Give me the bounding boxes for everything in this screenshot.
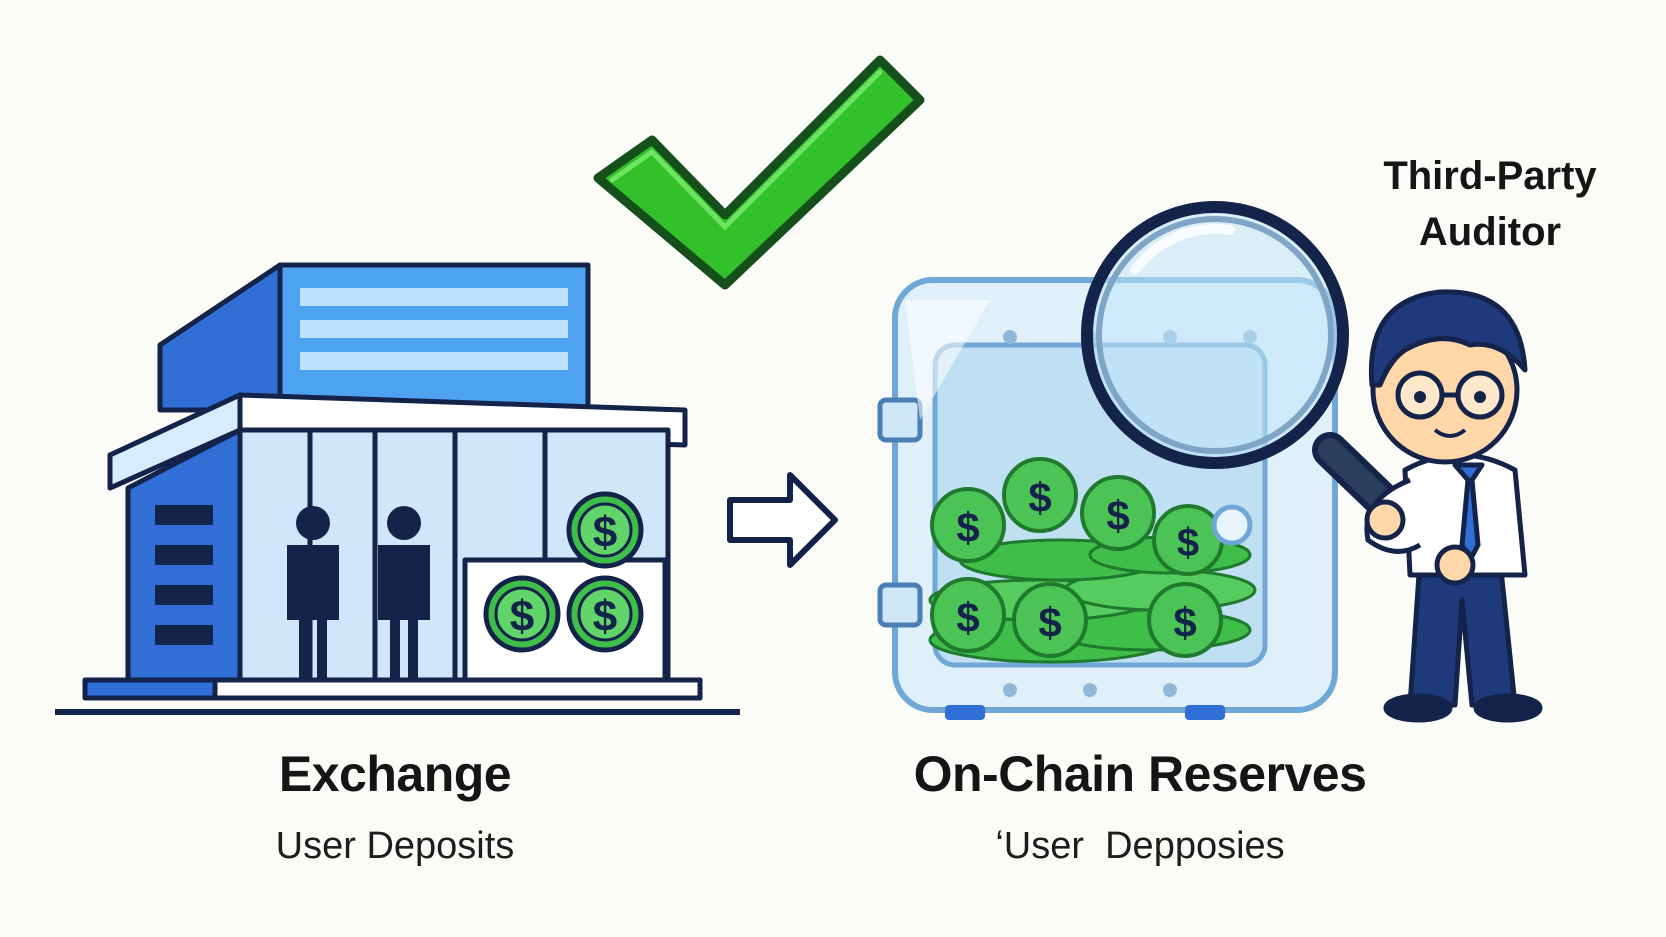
- coin-icon: $: [483, 575, 561, 653]
- exchange-building: $ $ $: [55, 262, 740, 715]
- exchange-title: Exchange: [278, 746, 512, 802]
- coin-icon: $: [1147, 582, 1223, 658]
- coin-icon: $: [930, 577, 1006, 653]
- coin-icon: $: [1012, 582, 1088, 658]
- svg-text:$: $: [593, 508, 617, 557]
- coin-icon: $: [1002, 457, 1078, 533]
- person-icon: [287, 506, 339, 678]
- coin-icon: $: [930, 487, 1006, 563]
- svg-text:$: $: [1106, 492, 1129, 539]
- coin-icon: $: [566, 575, 644, 653]
- coin-icon: $: [1152, 504, 1224, 576]
- right-arrow-icon: [727, 472, 838, 568]
- exchange-subtitle: User Deposits: [275, 825, 515, 867]
- svg-text:$: $: [593, 592, 617, 641]
- reserves-subtitle: ʻUser Depposies: [995, 825, 1285, 867]
- svg-text:$: $: [510, 592, 534, 641]
- reserves-title: On-Chain Reserves: [913, 746, 1367, 802]
- auditor-character: [1364, 289, 1543, 723]
- svg-text:$: $: [1177, 521, 1199, 565]
- svg-text:$: $: [1028, 474, 1051, 521]
- svg-text:$: $: [1173, 599, 1196, 646]
- coin-icon: $: [1080, 475, 1156, 551]
- svg-text:$: $: [1038, 599, 1061, 646]
- person-icon: [378, 506, 430, 678]
- auditor-label-line1: Third-Party: [1383, 154, 1597, 198]
- checkmark-icon: [593, 55, 925, 290]
- svg-text:$: $: [956, 594, 979, 641]
- coin-icon: $: [566, 491, 644, 569]
- auditor-label-line2: Auditor: [1418, 210, 1562, 254]
- auditor-label: Third-Party Auditor: [1330, 148, 1650, 260]
- svg-text:$: $: [956, 504, 979, 551]
